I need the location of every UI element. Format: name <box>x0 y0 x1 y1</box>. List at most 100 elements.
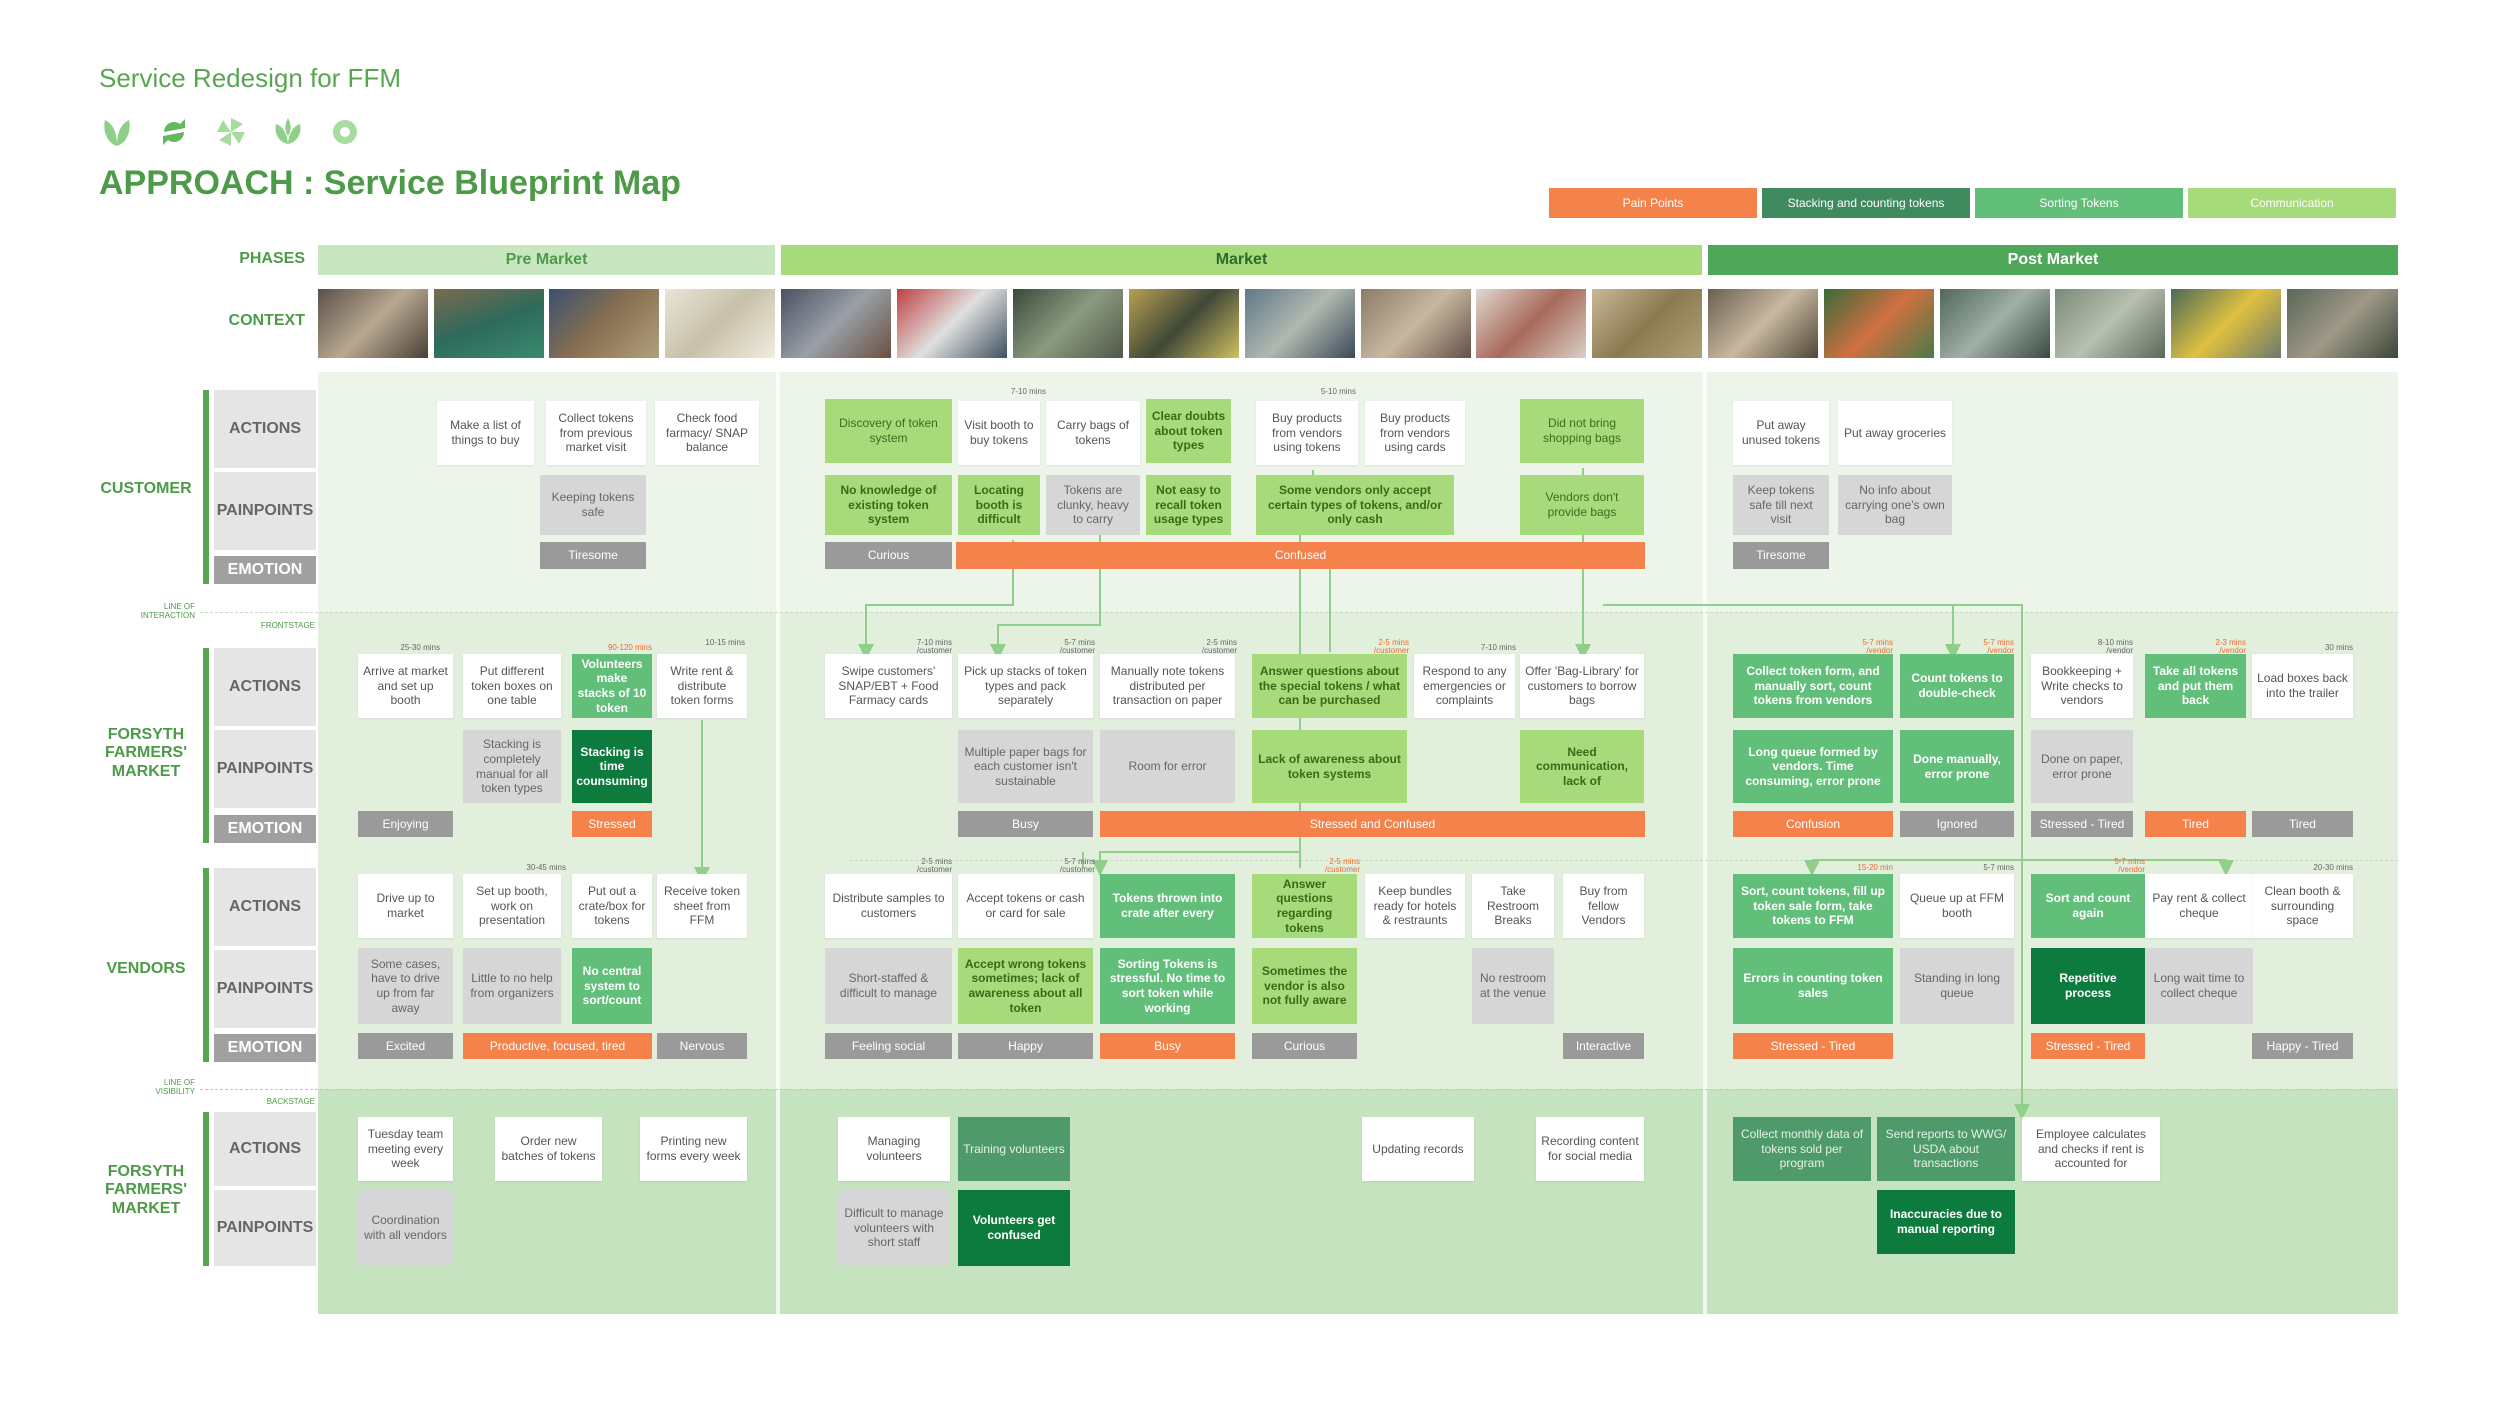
emotion-customer: Tiresome <box>540 542 646 569</box>
card-ffm-pain: Room for error <box>1100 730 1235 803</box>
card-ffm-action: Volunteers make stacks of 10 token <box>572 654 652 718</box>
card-ffm-action: Count tokens to double-check <box>1900 654 2014 718</box>
emotion-vendor: Curious <box>1252 1033 1357 1059</box>
card-customer-pain: Keep tokens safe till next visit <box>1733 475 1829 535</box>
emotion-vendor: Stressed - Tired <box>2031 1033 2145 1059</box>
card-vendor-action: Put out a crate/box for tokens <box>572 874 652 938</box>
card-customer-pain: No knowledge of existing token system <box>825 475 952 535</box>
card-ffm-pain: Done manually, error prone <box>1900 730 2014 803</box>
time-estimate: 2-3 mins /vendor <box>2215 639 2246 655</box>
card-backstage-pain: Difficult to manage volunteers with shor… <box>838 1190 950 1266</box>
card-ffm-action: Collect token form, and manually sort, c… <box>1733 654 1893 718</box>
card-vendor-action: Distribute samples to customers <box>825 874 952 938</box>
time-estimate: 7-10 mins /customer <box>917 639 952 655</box>
card-customer-action: Did not bring shopping bags <box>1520 399 1644 463</box>
card-vendor-action: Tokens thrown into crate after every <box>1100 874 1235 938</box>
card-vendor-pain: Errors in counting token sales <box>1733 948 1893 1024</box>
emotion-vendor: Busy <box>1100 1033 1235 1059</box>
card-customer-action: Discovery of token system <box>825 399 952 463</box>
emotion-ffm: Confusion <box>1733 811 1893 837</box>
time-estimate: 5-7 mins /customer <box>1060 639 1095 655</box>
emotion-ffm: Stressed and Confused <box>1100 811 1645 837</box>
time-estimate: 2-5 mins /customer <box>1325 858 1360 874</box>
card-vendor-pain: Short-staffed & difficult to manage <box>825 948 952 1024</box>
card-customer-action: Put away unused tokens <box>1733 401 1829 465</box>
time-estimate: 20-30 mins <box>2313 864 2353 872</box>
card-ffm-action: Put different token boxes on one table <box>463 654 561 718</box>
emotion-vendor: Stressed - Tired <box>1733 1033 1893 1059</box>
time-estimate: 7-10 mins <box>1481 644 1516 652</box>
card-vendor-pain: Sometimes the vendor is also not fully a… <box>1252 948 1357 1024</box>
card-vendor-action: Sort and count again <box>2031 874 2145 938</box>
card-backstage-action: Printing new forms every week <box>640 1117 747 1181</box>
emotion-vendor: Happy <box>958 1033 1093 1059</box>
emotion-vendor: Interactive <box>1563 1033 1644 1059</box>
card-vendor-action: Answer questions regarding tokens <box>1252 874 1357 938</box>
card-backstage-action: Updating records <box>1362 1117 1474 1181</box>
card-vendor-action: Receive token sheet from FFM <box>657 874 747 938</box>
card-backstage-action: Order new batches of tokens <box>495 1117 602 1181</box>
card-ffm-action: Offer 'Bag-Library' for customers to bor… <box>1520 654 1644 718</box>
card-ffm-action: Swipe customers' SNAP/EBT + Food Farmacy… <box>825 654 952 718</box>
card-customer-action: Put away groceries <box>1838 401 1952 465</box>
emotion-ffm: Tired <box>2252 811 2353 837</box>
card-ffm-pain: Stacking is time counsuming <box>572 730 652 803</box>
time-estimate: 90-120 mins <box>608 644 652 652</box>
card-ffm-pain: Done on paper, error prone <box>2031 730 2133 803</box>
card-vendor-action: Queue up at FFM booth <box>1900 874 2014 938</box>
card-vendor-pain: Repetitive process <box>2031 948 2145 1024</box>
time-estimate: 30-45 mins <box>526 864 566 872</box>
emotion-vendor: Productive, focused, tired <box>463 1033 652 1059</box>
card-ffm-pain: Stacking is completely manual for all to… <box>463 730 561 803</box>
time-estimate: 2-5 mins /customer <box>1374 639 1409 655</box>
card-vendor-pain: Some cases, have to drive up from far aw… <box>358 948 453 1024</box>
time-estimate: 7-10 mins <box>1011 388 1046 396</box>
time-estimate: 25-30 mins <box>400 644 440 652</box>
card-customer-action: Visit booth to buy tokens <box>958 401 1040 465</box>
emotion-ffm: Enjoying <box>358 811 453 837</box>
card-ffm-action: Write rent & distribute token forms <box>657 654 747 718</box>
time-estimate: 5-7 mins /vendor <box>1862 639 1893 655</box>
emotion-ffm: Ignored <box>1900 811 2014 837</box>
card-vendor-action: Buy from fellow Vendors <box>1563 874 1644 938</box>
card-vendor-action: Keep bundles ready for hotels & restraun… <box>1365 874 1465 938</box>
card-customer-action: Clear doubts about token types <box>1146 399 1231 463</box>
time-estimate: 5-7 mins /vendor <box>1983 639 2014 655</box>
card-backstage-action: Tuesday team meeting every week <box>358 1117 453 1181</box>
card-ffm-action: Load boxes back into the trailer <box>2252 654 2353 718</box>
card-ffm-pain: Lack of awareness about token systems <box>1252 730 1407 803</box>
emotion-ffm: Stressed <box>572 811 652 837</box>
card-backstage-pain: Coordination with all vendors <box>358 1190 453 1266</box>
card-vendor-action: Set up booth, work on presentation <box>463 874 561 938</box>
card-backstage-action: Managing volunteers <box>838 1117 950 1181</box>
card-backstage-action: Send reports to WWG/ USDA about transact… <box>1877 1117 2015 1181</box>
card-vendor-pain: Standing in long queue <box>1900 948 2014 1024</box>
card-vendor-action: Take Restroom Breaks <box>1472 874 1554 938</box>
card-backstage-pain: Volunteers get confused <box>958 1190 1070 1266</box>
time-estimate: 5-10 mins <box>1321 388 1356 396</box>
time-estimate: 30 mins <box>2325 644 2353 652</box>
card-customer-action: Collect tokens from previous market visi… <box>546 401 646 465</box>
card-ffm-action: Take all tokens and put them back <box>2145 654 2246 718</box>
card-ffm-action: Respond to any emergencies or complaints <box>1414 654 1515 718</box>
emotion-ffm: Busy <box>958 811 1093 837</box>
card-vendor-action: Accept tokens or cash or card for sale <box>958 874 1093 938</box>
card-customer-action: Check food farmacy/ SNAP balance <box>655 401 759 465</box>
card-vendor-pain: Little to no help from organizers <box>463 948 561 1024</box>
card-ffm-action: Arrive at market and set up booth <box>358 654 453 718</box>
card-ffm-pain: Need communication, lack of <box>1520 730 1644 803</box>
card-ffm-action: Answer questions about the special token… <box>1252 654 1407 718</box>
emotion-customer: Curious <box>825 542 952 569</box>
card-ffm-action: Manually note tokens distributed per tra… <box>1100 654 1235 718</box>
card-customer-pain: Some vendors only accept certain types o… <box>1256 475 1454 535</box>
emotion-customer: Confused <box>956 542 1645 569</box>
card-backstage-action: Collect monthly data of tokens sold per … <box>1733 1117 1871 1181</box>
card-ffm-action: Pick up stacks of token types and pack s… <box>958 654 1093 718</box>
emotion-customer: Tiresome <box>1733 542 1829 569</box>
card-customer-action: Buy products from vendors using tokens <box>1256 401 1358 465</box>
emotion-ffm: Stressed - Tired <box>2031 811 2133 837</box>
card-customer-action: Buy products from vendors using cards <box>1365 401 1465 465</box>
emotion-vendor: Nervous <box>657 1033 747 1059</box>
card-vendor-action: Drive up to market <box>358 874 453 938</box>
card-vendor-action: Pay rent & collect cheque <box>2145 874 2253 938</box>
